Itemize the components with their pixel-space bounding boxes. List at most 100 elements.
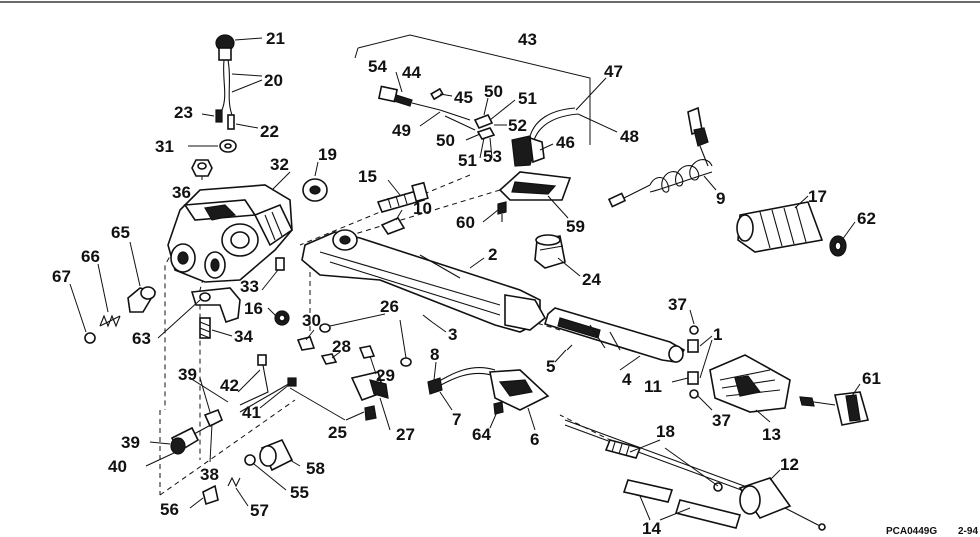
part-27-bracket: [350, 371, 389, 402]
leader-lines: [69, 37, 861, 521]
callout-10: 10: [413, 199, 432, 218]
callout-9: 9: [716, 189, 725, 208]
part-7-8-wire: [427, 366, 496, 395]
callout-58: 58: [306, 459, 325, 478]
figure-date: 2-94: [958, 526, 978, 537]
part-32-bracket: [167, 184, 294, 283]
callout-22: 22: [260, 122, 279, 141]
part-26-washer: [319, 323, 331, 333]
part-54-44-plug: [377, 85, 441, 111]
callout-23: 23: [174, 103, 193, 122]
callout-38: 38: [200, 465, 219, 484]
callout-11: 11: [644, 377, 662, 396]
callout-51-lower: 51: [458, 151, 477, 170]
part-3-pin: [422, 314, 433, 323]
part-63-plate: [190, 287, 241, 324]
part-9-coiled-cord: [607, 106, 713, 208]
part-61-knob: [799, 391, 870, 426]
callout-13: 13: [762, 425, 781, 444]
callout-15: 15: [358, 167, 377, 186]
callout-30: 30: [302, 311, 321, 330]
part-58-cylinder: [259, 438, 294, 472]
part-43-bracket-line: [354, 34, 591, 145]
callout-21: 21: [266, 29, 285, 48]
callout-47: 47: [604, 62, 623, 81]
part-66-spring: [99, 314, 121, 328]
callout-60: 60: [456, 213, 475, 232]
part-26-ring-right: [400, 357, 412, 367]
part-57-spring: [227, 476, 241, 488]
callout-48: 48: [620, 127, 639, 146]
part-5-pin: [566, 344, 573, 351]
part-31-washer: [219, 139, 237, 153]
callout-52: 52: [508, 116, 527, 135]
part-34-bolt: [199, 317, 211, 339]
part-15-bolt: [376, 181, 429, 213]
part-18-cable: [564, 419, 756, 496]
part-13-throttle-grip: [709, 354, 791, 413]
callout-5: 5: [546, 357, 555, 376]
callout-27: 27: [396, 425, 415, 444]
part-17-grip: [736, 201, 824, 253]
part-46-switch: [511, 107, 579, 167]
callout-50-lower: 50: [436, 131, 455, 150]
callout-16: 16: [244, 299, 263, 318]
callout-31: 31: [155, 137, 174, 156]
part-28-nut: [320, 353, 338, 365]
callout-25: 25: [328, 423, 347, 442]
callout-39-upper: 39: [178, 365, 197, 384]
part-56-tip: [202, 484, 219, 506]
part-37-ring-lower: [689, 389, 699, 399]
callout-4: 4: [622, 370, 632, 389]
figure-code: PCA0449G: [886, 526, 937, 537]
part-16-nut: [274, 310, 290, 326]
part-14-sleeve: [622, 479, 742, 529]
callout-33: 33: [240, 277, 259, 296]
callout-50-upper: 50: [484, 82, 503, 101]
part-62-cap: [829, 235, 847, 257]
callout-61: 61: [862, 369, 881, 388]
callout-45: 45: [454, 88, 473, 107]
callout-18: 18: [656, 422, 675, 441]
callout-40: 40: [108, 457, 127, 476]
callout-49: 49: [392, 121, 411, 140]
callout-56: 56: [160, 500, 179, 519]
callout-17: 17: [808, 187, 827, 206]
callout-66: 66: [81, 247, 100, 266]
callout-41: 41: [242, 403, 261, 422]
callout-64: 64: [472, 425, 491, 444]
part-65-sleeve: [127, 286, 157, 313]
callout-8: 8: [430, 345, 439, 364]
callout-67: 67: [52, 267, 71, 286]
callout-39-lower: 39: [121, 433, 140, 452]
callout-6: 6: [530, 430, 539, 449]
callout-7: 7: [452, 410, 461, 429]
part-25-screw: [364, 405, 377, 421]
part-55-washer: [244, 454, 256, 466]
part-64-screw: [493, 401, 504, 415]
callout-2: 2: [488, 245, 497, 264]
part-21-connector: [215, 34, 235, 130]
part-60-screw: [497, 201, 507, 222]
part-39-40-connector: [170, 408, 224, 455]
callout-37-lower: 37: [712, 411, 731, 430]
part-19-washer: [302, 178, 328, 202]
part-1-plunger: [687, 339, 699, 385]
part-33-stud: [275, 257, 285, 271]
callout-63: 63: [132, 329, 151, 348]
callout-36: 36: [172, 183, 191, 202]
callout-labels: 21 20 23 22 31 32 19 36 15 10 65 66 67 3…: [52, 29, 881, 537]
callout-42: 42: [220, 376, 239, 395]
part-36-nut: [191, 159, 213, 177]
callout-1: 1: [713, 325, 722, 344]
callout-37-upper: 37: [668, 295, 687, 314]
callout-53: 53: [483, 147, 502, 166]
callout-46: 46: [556, 133, 575, 152]
part-12-cylinder: [738, 477, 826, 531]
callout-55: 55: [290, 483, 309, 502]
part-10-clip: [380, 216, 406, 235]
callout-24: 24: [582, 270, 601, 289]
part-42-wire: [239, 354, 297, 413]
callout-19: 19: [318, 145, 337, 164]
callout-28: 28: [332, 337, 351, 356]
